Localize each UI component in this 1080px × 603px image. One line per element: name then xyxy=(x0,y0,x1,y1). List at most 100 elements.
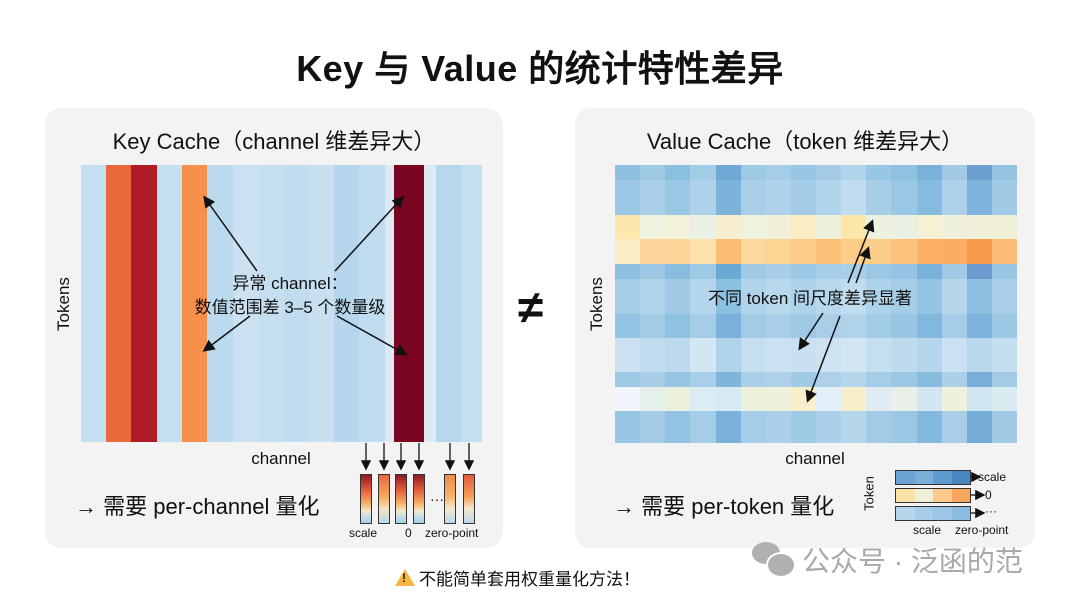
key-channel-column xyxy=(309,165,334,442)
value-heatmap-cell xyxy=(816,411,842,443)
value-heatmap-cell xyxy=(615,264,641,279)
value-heatmap-cell xyxy=(715,264,741,279)
value-heatmap-cell xyxy=(966,314,992,338)
value-heatmap-cell xyxy=(740,165,766,180)
value-heatmap-cell xyxy=(615,338,641,372)
value-heatmap-cell xyxy=(841,279,867,314)
value-heatmap-cell xyxy=(790,215,816,239)
value-heatmap-cell xyxy=(690,180,716,215)
value-heatmap-cell xyxy=(841,338,867,372)
value-heatmap-cell xyxy=(941,279,967,314)
value-heatmap-cell xyxy=(765,264,791,279)
value-heatmap-cell xyxy=(765,165,791,180)
value-heatmap-cell xyxy=(640,411,666,443)
value-heatmap-cell xyxy=(790,372,816,387)
value-heatmap-cell xyxy=(991,338,1017,372)
value-heatmap-cell xyxy=(615,215,641,239)
value-heatmap-cell xyxy=(966,372,992,387)
key-channel-column xyxy=(131,165,157,442)
value-heatmap-cell xyxy=(640,180,666,215)
value-heatmap-cell xyxy=(891,239,917,264)
value-heatmap-cell xyxy=(991,314,1017,338)
value-x-axis-label: channel xyxy=(785,449,845,468)
value-heatmap-cell xyxy=(665,264,691,279)
value-heatmap-cell xyxy=(740,372,766,387)
value-heatmap-cell xyxy=(816,338,842,372)
value-heatmap-cell xyxy=(790,165,816,180)
value-heatmap-cell xyxy=(690,165,716,180)
value-heatmap-cell xyxy=(640,215,666,239)
value-heatmap-cell xyxy=(790,338,816,372)
legend-cell xyxy=(951,489,970,502)
value-heatmap-cell xyxy=(715,314,741,338)
value-heatmap-cell xyxy=(941,239,967,264)
quant-bar-1 xyxy=(360,474,372,524)
value-heatmap-cell xyxy=(841,264,867,279)
value-heatmap-cell xyxy=(765,279,791,314)
legend-cell xyxy=(933,507,952,520)
value-heatmap-cell xyxy=(690,411,716,443)
value-heatmap-cell xyxy=(665,215,691,239)
key-channel-column xyxy=(461,165,482,442)
value-heatmap-cell xyxy=(665,314,691,338)
value-heatmap-cell xyxy=(765,387,791,411)
value-heatmap-cell xyxy=(640,239,666,264)
value-heatmap-cell xyxy=(816,165,842,180)
value-heatmap-cell xyxy=(966,165,992,180)
value-heatmap-cell xyxy=(665,239,691,264)
value-heatmap-cell xyxy=(991,264,1017,279)
value-heatmap-cell xyxy=(891,338,917,372)
value-heatmap-cell xyxy=(690,279,716,314)
key-annotation-line1: 异常 channel： xyxy=(232,274,348,293)
legend-cell xyxy=(896,471,915,484)
value-heatmap-cell xyxy=(941,215,967,239)
key-channel-column xyxy=(182,165,207,442)
value-heatmap-cell xyxy=(916,387,942,411)
value-heatmap-cell xyxy=(615,411,641,443)
value-heatmap-cell xyxy=(640,387,666,411)
value-heatmap-cell xyxy=(866,338,892,372)
value-heatmap-cell xyxy=(765,215,791,239)
legend-cell xyxy=(896,489,915,502)
value-heatmap-cell xyxy=(916,165,942,180)
quant-bar-6 xyxy=(463,474,475,524)
key-channel-column xyxy=(81,165,106,442)
value-heatmap-cell xyxy=(891,215,917,239)
value-heatmap-cell xyxy=(615,165,641,180)
value-heatmap-cell xyxy=(966,180,992,215)
value-heatmap-cell xyxy=(816,314,842,338)
value-heatmap-cell xyxy=(690,314,716,338)
value-heatmap-cell xyxy=(640,264,666,279)
value-heatmap-cell xyxy=(615,180,641,215)
value-heatmap-cell xyxy=(740,279,766,314)
value-heatmap-cell xyxy=(891,314,917,338)
value-annotation: 不同 token 间尺度差异显著 xyxy=(707,289,913,308)
value-heatmap-cell xyxy=(916,180,942,215)
legend-cell xyxy=(951,507,970,520)
legend-scale-label: scale xyxy=(978,470,1007,484)
value-heatmap-cell xyxy=(765,411,791,443)
value-heatmap-cell xyxy=(740,180,766,215)
key-channel-column xyxy=(284,165,309,442)
value-heatmap-cell xyxy=(615,372,641,387)
value-heatmap-cell xyxy=(790,411,816,443)
value-heatmap-cell xyxy=(816,239,842,264)
value-heatmap-cell xyxy=(816,372,842,387)
value-heatmap-cell xyxy=(690,264,716,279)
warning-icon xyxy=(395,569,415,586)
value-heatmap-cell xyxy=(966,239,992,264)
legend-cell xyxy=(914,489,933,502)
value-heatmap-cell xyxy=(790,279,816,314)
value-heatmap-cell xyxy=(816,215,842,239)
value-heatmap-cell xyxy=(866,215,892,239)
value-y-axis-label: Tokens xyxy=(587,277,606,331)
key-annotation: 异常 channel： 数值范围差 3–5 个数量级 xyxy=(175,272,405,320)
value-cache-title: Value Cache（token 维差异大） xyxy=(646,129,964,154)
value-heatmap-cell xyxy=(715,387,741,411)
value-cache-heatmap xyxy=(615,165,1017,443)
value-heatmap-cell xyxy=(790,180,816,215)
value-heatmap-cell xyxy=(866,239,892,264)
value-heatmap-cell xyxy=(866,411,892,443)
key-channel-column xyxy=(424,165,436,442)
key-channel-column xyxy=(106,165,131,442)
